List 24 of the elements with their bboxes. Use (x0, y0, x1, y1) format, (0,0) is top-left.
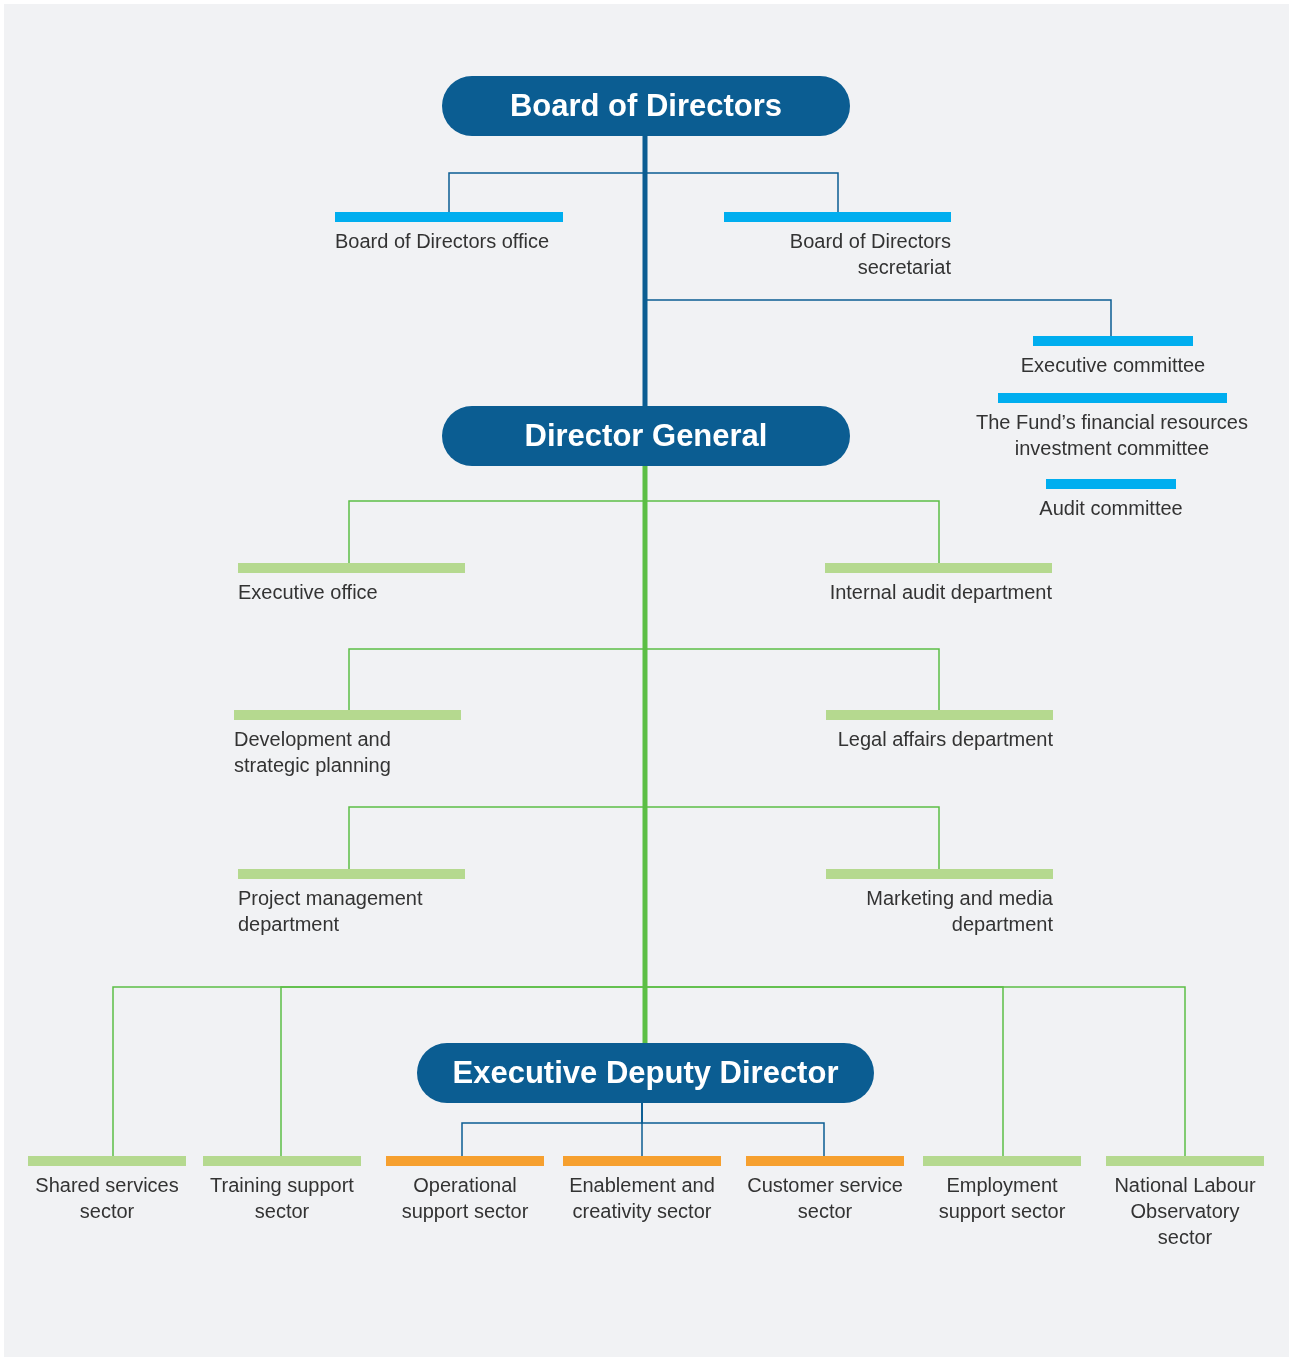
connector-line (642, 466, 648, 1043)
node-label: Shared services sector (34, 1173, 180, 1224)
node-label: Operational support sector (400, 1173, 530, 1224)
node-label: Training support sector (209, 1173, 355, 1224)
node-label: Enablement and creativity sector (568, 1173, 716, 1224)
node-label: Legal affairs department (837, 727, 1053, 752)
node-label: Board of Directors office (335, 229, 550, 254)
node-label: Executive office (238, 580, 378, 605)
title-pill: Executive Deputy Director (417, 1043, 874, 1103)
node-label: Executive committee (1020, 353, 1206, 378)
node-label: Internal audit department (829, 580, 1052, 605)
connector-line (642, 136, 648, 406)
node-label: National Labour Observatory sector (1113, 1173, 1257, 1250)
node-label: Project management department (238, 886, 424, 937)
title-pill: Board of Directors (442, 76, 850, 136)
node-label: Marketing and media department (865, 886, 1053, 937)
connector-line (641, 1102, 825, 1157)
node-label: Development and strategic planning (234, 727, 392, 778)
node-label: The Fund’s financial resources investment committee (975, 410, 1249, 461)
node-label: Customer service sector (746, 1173, 904, 1224)
node-label: Employment support sector (937, 1173, 1067, 1224)
node-label: Board of Directors secretariat (788, 229, 951, 280)
title-pill: Director General (442, 406, 850, 466)
node-label: Audit committee (1039, 496, 1183, 521)
